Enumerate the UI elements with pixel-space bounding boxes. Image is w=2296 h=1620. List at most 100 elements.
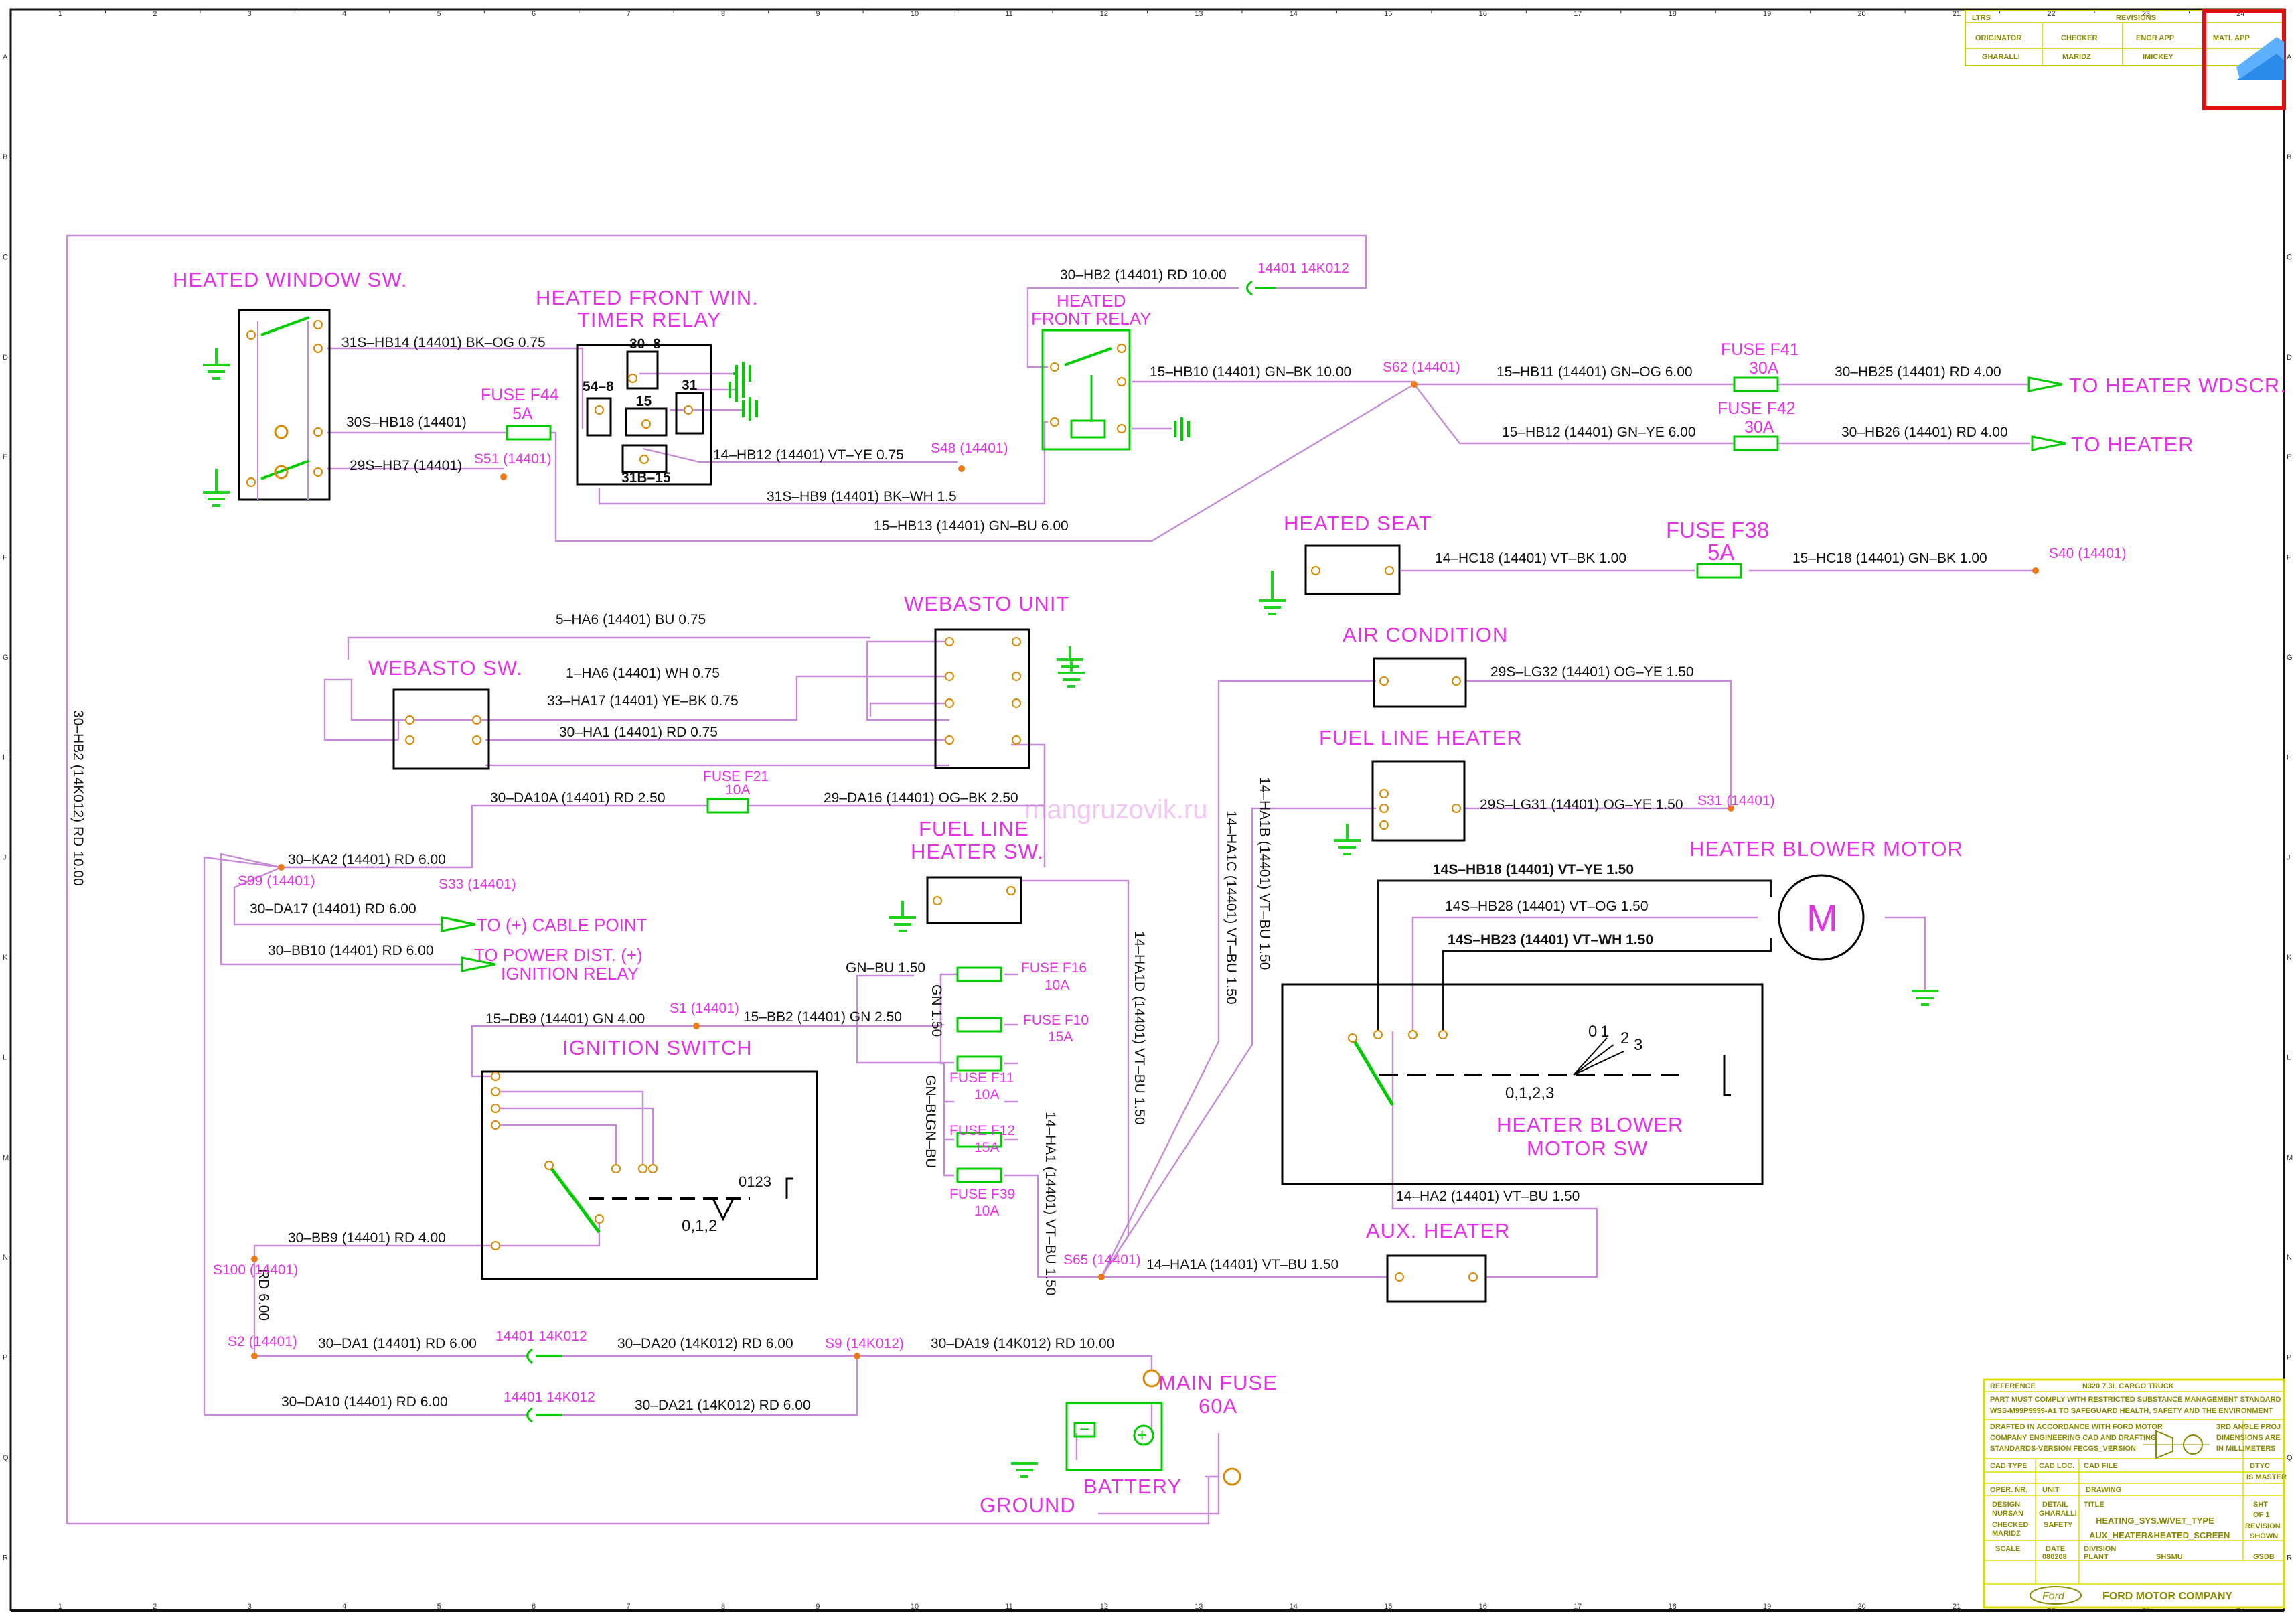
svg-text:15: 15 [636,394,652,409]
ford-logo: Ford [2030,1586,2082,1605]
svg-text:PART MUST COMPLY WITH RESTRICT: PART MUST COMPLY WITH RESTRICTED SUBSTAN… [1990,1396,2281,1404]
pin-terminal [472,735,481,745]
grid-col-label: 18 [1669,10,1677,18]
pin-terminals [246,320,1478,1282]
svg-text:15A: 15A [974,1140,999,1155]
pin-terminal [1452,676,1461,686]
grid-col-label: 6 [532,10,536,18]
splice-dots [251,381,2039,1359]
pin-terminal [1012,735,1021,745]
to-power-dist-1: TO POWER DIST. (+) [474,945,643,965]
svg-text:CAD LOC.: CAD LOC. [2039,1462,2074,1470]
pin-terminal [1117,377,1126,386]
front-relay-title-1: HEATED [1057,291,1126,311]
grid-col-label: 5 [437,1603,441,1611]
svg-text:29S–LG32 (14401) OG–YE 1.50: 29S–LG32 (14401) OG–YE 1.50 [1490,664,1694,680]
grid-col-label: 16 [1479,1603,1487,1611]
svg-text:RD 6.00: RD 6.00 [256,1269,271,1321]
heater-blower-motor-symbol [1778,874,1865,961]
grid-col-label: 14 [1290,1603,1298,1611]
grid-col-label: 16 [1479,10,1487,18]
grid-col-label: 13 [1195,1603,1203,1611]
corner-arrow-icon[interactable] [2236,37,2284,80]
svg-text:10A: 10A [1045,978,1069,993]
revision-block: LTRS REVISIONS ORIGINATOR CHECKER ENGR A… [1965,9,2286,110]
svg-text:30–DA19 (14K012) RD 10.00: 30–DA19 (14K012) RD 10.00 [931,1336,1114,1351]
grid-col-label: 18 [1669,1603,1677,1611]
svg-text:DIMENSIONS ARE: DIMENSIONS ARE [2216,1434,2281,1442]
svg-text:30A: 30A [1744,418,1774,437]
to-heater: TO HEATER [2071,433,2194,456]
svg-text:S1 (14401): S1 (14401) [670,1001,739,1016]
pin-terminal [313,467,323,477]
grid-col-label: 15 [1384,1603,1392,1611]
svg-text:14–HA2 (14401) VT–BU 1.50: 14–HA2 (14401) VT–BU 1.50 [1396,1189,1580,1204]
pin-terminal [313,344,323,353]
grid-col-label: 4 [342,10,346,18]
svg-text:FUSE F44: FUSE F44 [481,386,559,404]
connector-arrows [441,280,2066,1423]
svg-text:30–DA1 (14401) RD 6.00: 30–DA1 (14401) RD 6.00 [318,1336,477,1351]
svg-text:MARIDZ: MARIDZ [1992,1530,2021,1538]
grid-col-label: 21 [1953,10,1961,18]
grid-labels: 1122334455667788991010111112121313141415… [3,9,2293,1611]
svg-text:0123: 0123 [739,1173,771,1190]
webasto-switch-title: WEBASTO SW. [368,656,523,680]
pin-terminal [1408,1030,1418,1039]
grid-col-label: 15 [1384,10,1392,18]
svg-text:14S–HB18 (14401) VT–YE 1.50: 14S–HB18 (14401) VT–YE 1.50 [1433,862,1634,877]
svg-text:S65 (14401): S65 (14401) [1063,1252,1141,1268]
pin-terminal [684,405,693,415]
svg-text:30–BB10 (14401) RD 6.00: 30–BB10 (14401) RD 6.00 [268,943,434,958]
svg-text:31S–HB9 (14401) BK–WH 1.5: 31S–HB9 (14401) BK–WH 1.5 [767,489,957,504]
pin-terminal [1438,1030,1448,1039]
svg-text:IS MASTER: IS MASTER [2246,1473,2287,1481]
svg-text:SHOWN: SHOWN [2250,1532,2278,1540]
grid-row-label: F [3,554,7,562]
components: M − + [238,309,1865,1471]
grid-col-label: 19 [1763,1603,1771,1611]
svg-text:15–HB11 (14401) GN–OG 6.00: 15–HB11 (14401) GN–OG 6.00 [1497,364,1693,380]
pin-terminal [648,1164,658,1173]
main-fuse-title-1: MAIN FUSE [1158,1371,1278,1394]
svg-text:30–DA21 (14K012) RD 6.00: 30–DA21 (14K012) RD 6.00 [635,1398,811,1413]
grid-col-label: 12 [1100,1603,1108,1611]
svg-text:14–HA1C (14401) VT–BU 1.50: 14–HA1C (14401) VT–BU 1.50 [1223,810,1239,1005]
svg-text:31: 31 [682,378,698,393]
grid-col-label: 9 [816,1603,820,1611]
svg-text:N320 7.3L CARGO TRUCK: N320 7.3L CARGO TRUCK [2082,1382,2174,1390]
svg-text:10A: 10A [974,1203,999,1219]
grid-col-label: 17 [1574,10,1582,18]
svg-text:−: − [1079,1419,1089,1439]
svg-text:3RD ANGLE PROJ: 3RD ANGLE PROJ [2216,1423,2281,1431]
svg-text:15–BB2 (14401) GN 2.50: 15–BB2 (14401) GN 2.50 [743,1009,902,1025]
svg-text:OF 1: OF 1 [2253,1511,2269,1519]
svg-text:S31 (14401): S31 (14401) [1697,793,1775,808]
grid-col-label: 23 [2142,10,2150,18]
grid-row-label: B [3,153,7,161]
air-condition-title: AIR CONDITION [1343,623,1508,646]
webasto-unit-title: WEBASTO UNIT [904,592,1069,615]
svg-text:FUSE F10: FUSE F10 [1023,1013,1089,1028]
svg-text:FUSE F11: FUSE F11 [949,1070,1014,1086]
svg-text:LTRS: LTRS [1972,14,1991,22]
svg-text:IMICKEY: IMICKEY [2143,53,2174,61]
svg-text:5A: 5A [512,404,533,423]
grid-col-label: 3 [248,1603,252,1611]
pin-terminal [313,427,323,437]
grid-row-label: E [2287,453,2291,461]
pin-terminal [1385,566,1394,575]
ignition-switch-title: IGNITION SWITCH [562,1036,753,1059]
svg-text:14–HC18 (14401) VT–BK 1.00: 14–HC18 (14401) VT–BK 1.00 [1435,550,1626,566]
svg-text:DATE: DATE [2046,1545,2065,1553]
svg-text:31B–15: 31B–15 [621,470,671,486]
svg-text:0,1,2: 0,1,2 [682,1217,717,1235]
grid-row-label: R [2287,1554,2292,1562]
pin-terminal [595,1214,604,1224]
pin-terminal [945,698,954,708]
grid-row-label: H [3,753,8,761]
svg-text:FUSE F39: FUSE F39 [949,1187,1015,1202]
svg-text:AUX_HEATER&HEATED_SCREEN: AUX_HEATER&HEATED_SCREEN [2089,1530,2230,1540]
relay-pin-labels: 30–8 54–8 15 31 31B–15 [583,336,698,486]
pin-terminal [1379,804,1389,813]
